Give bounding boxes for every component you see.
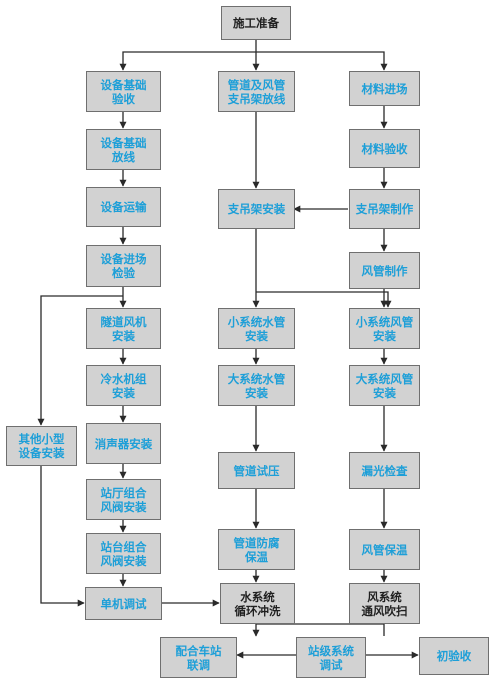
node-duct-make: 风管制作	[349, 252, 420, 289]
connector	[40, 466, 85, 607]
node-initial-accept: 初验收	[419, 637, 489, 675]
node-chiller: 冷水机组 安装	[86, 365, 161, 406]
node-material-check: 材料验收	[349, 129, 420, 168]
node-platform-damper: 站台组合 风阀安装	[86, 533, 161, 574]
node-pipe-duct-layout: 管道及风管 支吊架放线	[218, 71, 295, 112]
node-small-water-pipe: 小系统水管 安装	[218, 308, 295, 349]
connector	[37, 295, 123, 426]
node-support-make: 支吊架制作	[349, 189, 420, 229]
node-equip-foundation-layout: 设备基础 放线	[86, 129, 161, 170]
node-material-arrival: 材料进场	[349, 71, 420, 106]
node-station-coord: 配合车站 联调	[160, 637, 237, 678]
node-single-debug: 单机调试	[85, 587, 162, 620]
node-duct-insulation: 风管保温	[349, 529, 420, 570]
node-pipe-pressure-test: 管道试压	[218, 452, 295, 489]
node-large-air-duct: 大系统风管 安装	[349, 365, 420, 406]
node-water-flush: 水系统 循环冲洗	[220, 583, 295, 624]
node-station-debug: 站级系统 调试	[296, 637, 366, 678]
node-start: 施工准备	[221, 6, 291, 40]
node-large-water-pipe: 大系统水管 安装	[218, 365, 295, 406]
node-other-small-equip: 其他小型 设备安装	[6, 426, 77, 466]
node-hall-damper: 站厅组合 风阀安装	[86, 479, 161, 520]
node-equip-arrival-check: 设备进场 检验	[86, 245, 161, 287]
node-leak-light-check: 漏光检查	[349, 452, 420, 489]
connector	[256, 51, 388, 71]
connector	[119, 40, 257, 71]
node-silencer: 消声器安装	[86, 423, 161, 464]
node-air-purge: 风系统 通风吹扫	[349, 583, 420, 624]
node-equip-foundation-check: 设备基础 验收	[86, 71, 161, 112]
node-support-install: 支吊架安装	[218, 189, 295, 229]
node-equip-transport: 设备运输	[86, 187, 161, 227]
node-pipe-anticorrosion: 管道防腐 保温	[218, 529, 295, 570]
node-small-air-duct: 小系统风管 安装	[349, 308, 420, 349]
node-tunnel-fan: 隧道风机 安装	[86, 308, 161, 349]
connector	[256, 291, 392, 308]
